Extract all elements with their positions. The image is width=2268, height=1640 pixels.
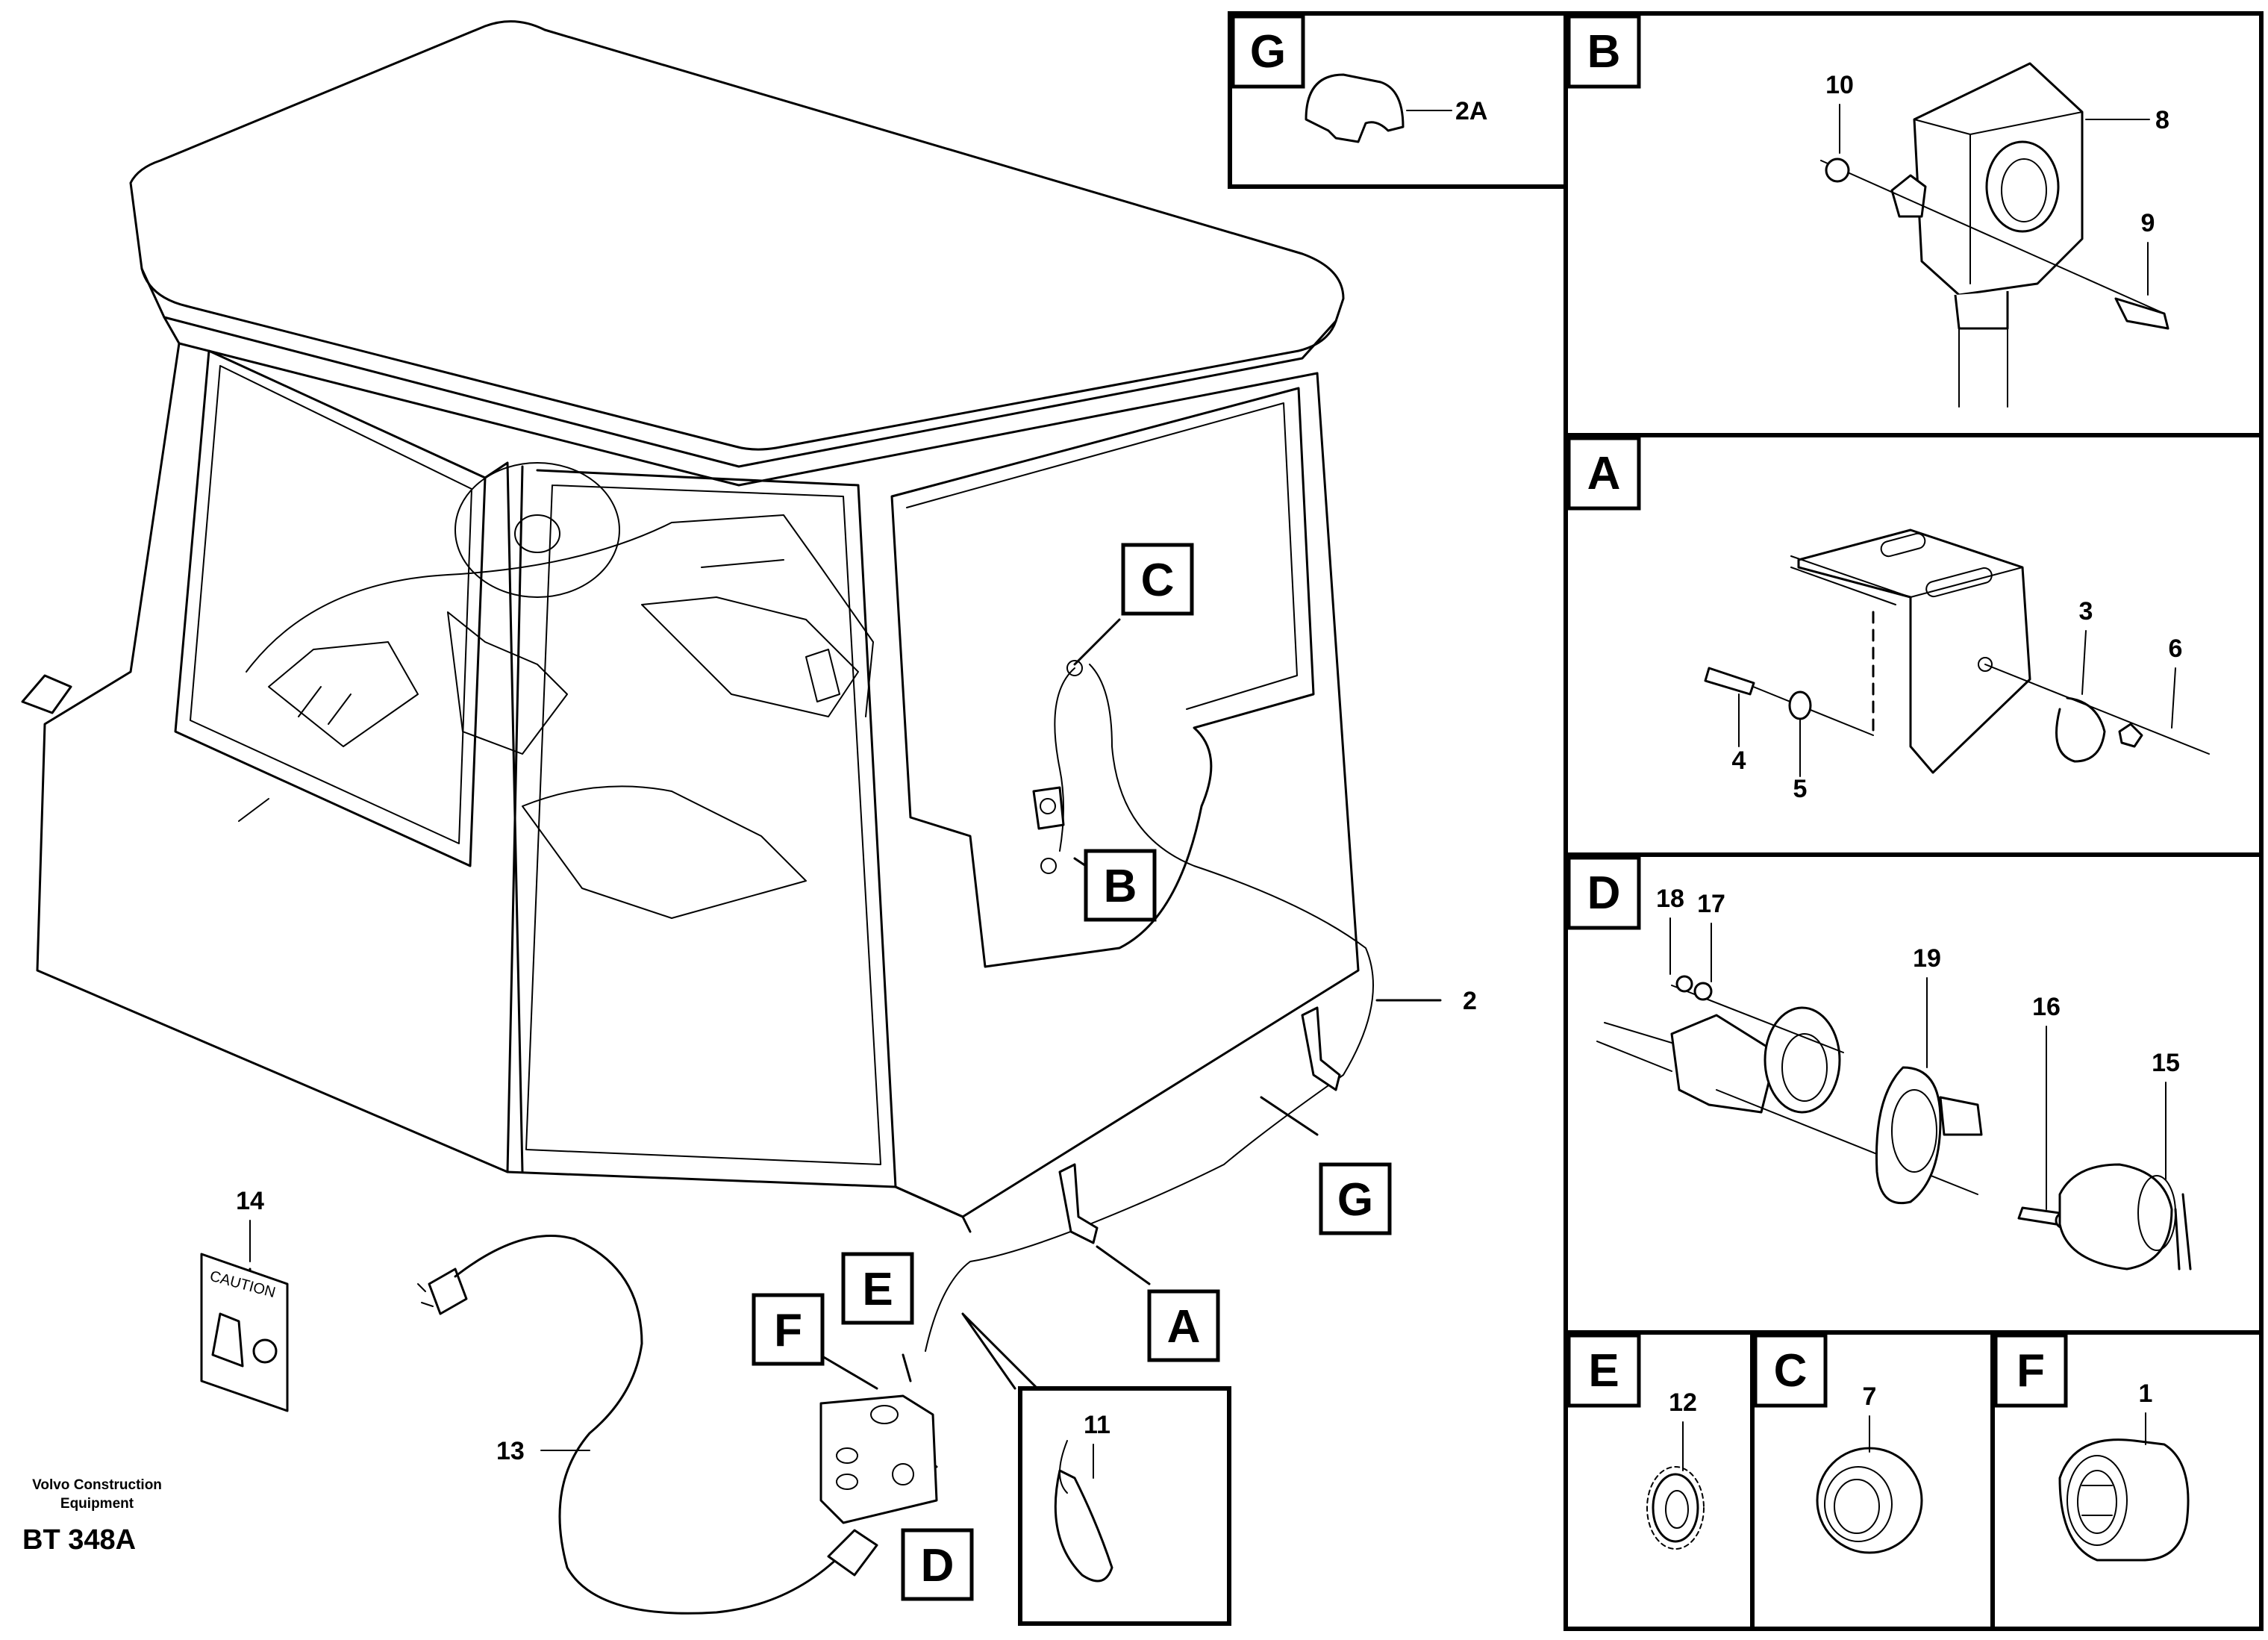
detail-panel-A: A 4 5 3 6 [1563, 433, 2264, 857]
cab-left-window [174, 349, 487, 867]
callout-G-main: G [1319, 1162, 1392, 1235]
part-label-15: 15 [2152, 1049, 2180, 1077]
cab-left-wall [36, 342, 524, 1173]
part-label-2A: 2A [1455, 97, 1487, 125]
cab-interior-sketch [238, 462, 874, 919]
svg-text:F: F [774, 1305, 802, 1356]
svg-text:E: E [1588, 1345, 1619, 1397]
part-label-19: 19 [1913, 944, 1941, 973]
part-label-18: 18 [1656, 885, 1684, 913]
part-label-7: 7 [1863, 1382, 1877, 1411]
svg-text:E: E [862, 1264, 893, 1315]
svg-text:D: D [921, 1540, 955, 1591]
part-label-12: 12 [1669, 1388, 1697, 1417]
detail-panel-G: G 2A [1228, 11, 1568, 189]
callout-F-main: F [752, 1293, 825, 1366]
svg-text:B: B [1587, 26, 1621, 78]
part-label-1: 1 [2139, 1379, 2153, 1408]
svg-text:B: B [1104, 861, 1137, 912]
part-label-4: 4 [1732, 746, 1746, 775]
part-label-6: 6 [2169, 635, 2183, 663]
svg-text:G: G [1250, 26, 1286, 78]
svg-text:C: C [1141, 555, 1175, 606]
part-label-3: 3 [2079, 597, 2093, 626]
callout-D-main: D [901, 1528, 974, 1601]
company-name-line1: Volvo Construction [32, 1477, 162, 1493]
cable-2 [925, 664, 1374, 1352]
callout-E-main: E [841, 1252, 914, 1325]
part-label-2: 2 [1463, 987, 1477, 1015]
svg-text:A: A [1587, 448, 1621, 499]
cab-door [506, 469, 897, 1188]
callout-A-main: A [1147, 1289, 1220, 1362]
company-name-line2: Equipment [60, 1496, 134, 1512]
leader-lines [249, 618, 1442, 1468]
svg-text:C: C [1774, 1345, 1808, 1397]
detail-panel-E: E 12 [1563, 1330, 1755, 1631]
part-label-11: 11 [1084, 1411, 1110, 1439]
cab-illustration [21, 20, 1374, 1352]
detail-panel-B: B 10 8 9 [1563, 11, 2264, 437]
part-label-9: 9 [2141, 209, 2155, 237]
part-label-10: 10 [1825, 71, 1854, 99]
callout-C-main: C [1121, 543, 1194, 616]
part-label-16: 16 [2032, 993, 2061, 1021]
footer: Volvo Construction Equipment BT 348A [22, 1477, 162, 1556]
extension-cord-13: 13 [417, 1235, 878, 1615]
detail-panel-D: D 18 17 19 16 15 [1563, 852, 2264, 1335]
detail-11-box: 11 [1018, 1386, 1231, 1626]
cab-rear-window [890, 387, 1315, 968]
figure-reference: BT 348A [22, 1524, 136, 1556]
svg-text:D: D [1587, 867, 1621, 919]
part-label-13: 13 [496, 1437, 525, 1465]
part-label-8: 8 [2155, 106, 2169, 134]
part-label-17: 17 [1697, 890, 1725, 918]
caution-sign: CAUTION 14 [200, 1187, 289, 1412]
svg-text:A: A [1167, 1301, 1201, 1353]
detail-panel-F: F 1 [1990, 1330, 2264, 1631]
cab-roof [129, 20, 1345, 451]
detail-panel-C: C 7 [1750, 1330, 1995, 1631]
outlet-panel [819, 1394, 938, 1524]
svg-text:G: G [1337, 1174, 1373, 1226]
svg-text:F: F [2016, 1345, 2045, 1397]
callout-B-main: B [1084, 849, 1157, 922]
part-label-5: 5 [1793, 775, 1808, 803]
part-label-14: 14 [236, 1187, 264, 1215]
